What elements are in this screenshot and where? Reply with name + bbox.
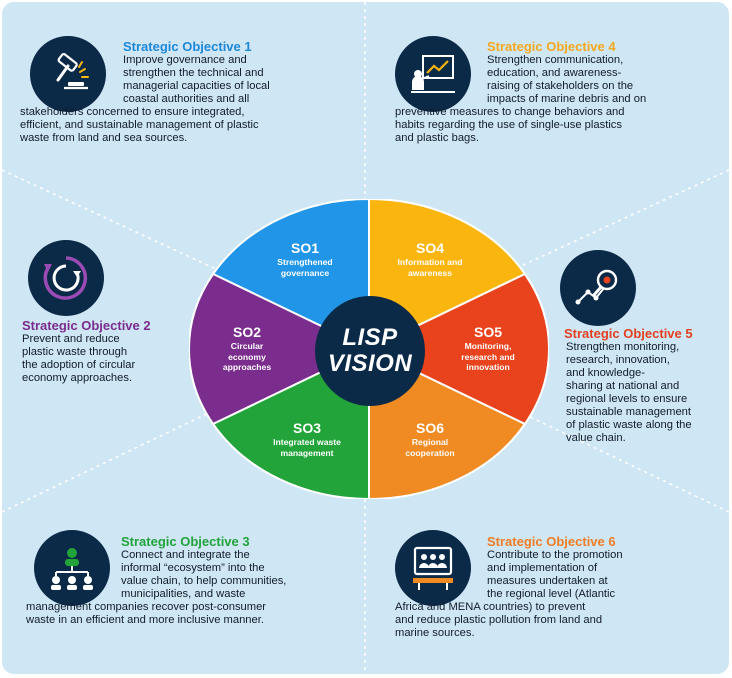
objective-3-line: value chain, to help communities, [121,575,287,587]
objective-5-line: sharing at national and [566,380,680,392]
segment-name-so6: Regional cooperation [405,437,455,458]
objective-2-line: economy approaches. [22,372,133,384]
objective-4-line: habits regarding the use of single-use p… [395,119,622,131]
objective-3-line: informal “ecosystem” into the [121,562,265,574]
objective-6-line: and implementation of [487,562,598,574]
objective-1-line: waste from land and sea sources. [20,132,188,144]
circular-arrows-icon [28,240,104,316]
objective-1-line: coastal authorities and all [123,93,250,105]
segment-code-so6: SO6 [415,420,444,436]
segment-name-so5: Monitoring, research and innovation [461,341,515,372]
objective-6-line: Africa and MENA countries) to prevent [395,601,586,613]
gavel-icon [30,36,106,112]
wheel-segment-so2 [189,272,372,426]
objective-5-line: research, innovation, [566,354,670,366]
segment-name-so2: Circular economy approaches [222,341,272,372]
segment-name-so3: Integrated waste management [273,437,341,458]
vision-line-1: LISP [342,324,398,351]
segment-label-so4: SO4 Information and awareness [382,240,478,278]
objective-5-line: Strengthen monitoring, [566,341,680,353]
objective-5-line: and knowledge- [566,367,645,379]
segment-name-so1: Strengthened governance [277,257,333,278]
meeting-screen-icon [395,530,471,606]
objective-4-line: preventive measures to change behaviors … [395,106,625,118]
objective-6-line: marine sources. [395,627,475,639]
vision-line-2: VISION [327,350,413,377]
objective-1-line: stakeholders concerned to ensure integra… [20,106,245,118]
segment-label-so1: SO1 Strengthened governance [257,240,353,278]
objective-4-line: raising of stakeholders on the [487,80,634,92]
segment-label-so6: SO6 Regional cooperation [380,420,480,458]
segment-code-so2: SO2 [232,324,261,340]
objective-1-title: Strategic Objective 1 [123,39,252,54]
objective-6-line: the regional level (Atlantic [487,588,616,600]
objective-3-line: waste in an efficient and more inclusive… [26,614,264,626]
segment-code-so5: SO5 [473,324,502,340]
objective-3-line: Connect and integrate the [121,549,250,561]
objective-4-line: Strengthen communication, [487,54,624,66]
objective-2-title: Strategic Objective 2 [22,318,151,333]
segment-label-so5: SO5 Monitoring, research and innovation [440,324,536,373]
objective-5-line: regional levels to ensure [566,393,688,405]
objective-3-line: municipalities, and waste [121,588,246,600]
objective-2-line: Prevent and reduce [22,333,120,345]
segment-label-so2: SO2 Circular economy approaches [199,324,295,373]
objective-5-line: of plastic waste along the [566,419,692,431]
segment-label-so3: SO3 Integrated waste management [252,420,362,458]
objective-5-line: sustainable management [566,406,692,418]
objective-3-title: Strategic Objective 3 [121,534,250,549]
objective-2-line: plastic waste through [22,346,128,358]
objective-4-title: Strategic Objective 4 [487,39,616,54]
objective-6-title: Strategic Objective 6 [487,534,616,549]
objective-1-line: Improve governance and [123,54,247,66]
objective-4-line: education, and awareness- [487,67,622,79]
objective-2-line: the adoption of circular [22,359,136,371]
segment-name-so4: Information and awareness [397,257,463,278]
objective-4-line: and plastic bags. [395,132,479,144]
network-people-icon [34,530,110,606]
segment-code-so3: SO3 [292,420,321,436]
objective-6-line: and reduce plastic pollution from land a… [395,614,603,626]
objective-1-line: efficient, and sustainable management of… [20,119,259,131]
wheel-segment-so5 [366,272,549,426]
segment-code-so1: SO1 [290,240,319,256]
objective-1-line: strengthen the technical and [123,67,264,79]
objective-3-line: management companies recover post-consum… [26,601,267,613]
analytics-search-icon [560,250,636,326]
objective-1-line: managerial capacities of local [123,80,270,92]
objective-6-line: Contribute to the promotion [487,549,623,561]
objective-5-line: value chain. [566,432,626,444]
lisp-vision-center: LISP VISION [315,296,425,406]
objective-6-line: measures undertaken at [487,575,608,587]
presentation-board-icon [395,36,471,112]
objective-4-line: impacts of marine debris and on [487,93,647,105]
objective-5-title: Strategic Objective 5 [564,326,693,341]
segment-code-so4: SO4 [415,240,444,256]
